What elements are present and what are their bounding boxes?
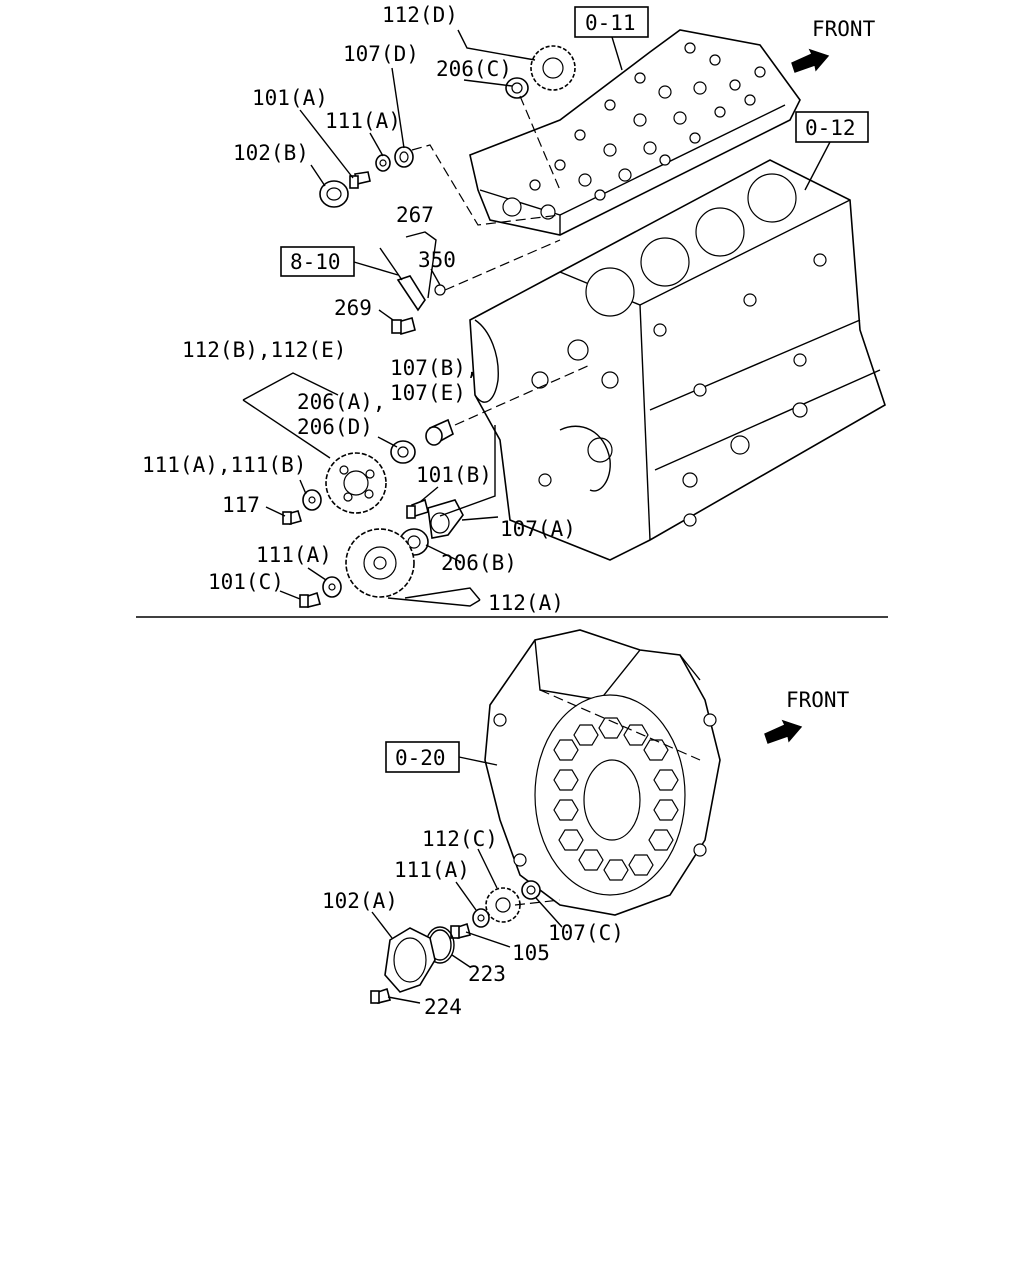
label-107c: 107(C)	[548, 921, 624, 945]
gear-112a	[345, 528, 415, 598]
bolt-224	[370, 987, 391, 1004]
label-102b: 102(B)	[233, 141, 309, 165]
ref-0-12: 0-12	[805, 116, 856, 140]
label-111a-top: 111(A)	[325, 109, 401, 133]
cover-102a	[384, 927, 436, 993]
head-holes	[529, 42, 766, 201]
bushing-206c	[505, 77, 529, 99]
bushing-206d	[390, 440, 416, 464]
label-269: 269	[334, 296, 372, 320]
bolt-269	[391, 317, 416, 335]
label-111a-low: 111(A)	[394, 858, 470, 882]
label-267: 267	[396, 203, 434, 227]
label-112be: 112(B),112(E)	[182, 338, 346, 362]
label-112c: 112(C)	[422, 827, 498, 851]
bolt-101b	[406, 498, 429, 519]
bolt-101a	[349, 171, 371, 189]
bolt-105	[450, 922, 471, 939]
label-350: 350	[418, 248, 456, 272]
label-111ab: 111(A),111(B)	[142, 453, 306, 477]
gear-112be	[325, 452, 387, 514]
ref-0-20: 0-20	[395, 746, 446, 770]
label-112a: 112(A)	[488, 591, 564, 615]
label-105: 105	[512, 941, 550, 965]
label-111a-mid: 111(A)	[256, 543, 332, 567]
cylinder-head	[469, 29, 801, 236]
label-101a: 101(A)	[252, 86, 328, 110]
housing-honeycomb	[553, 717, 679, 881]
label-206c: 206(C)	[436, 57, 512, 81]
front-label-bottom: FRONT	[786, 688, 850, 712]
flywheel-housing	[484, 629, 721, 916]
label-206d: 206(D)	[297, 415, 373, 439]
cap-102b	[319, 180, 349, 208]
label-102a: 102(A)	[322, 889, 398, 913]
housing-107a	[427, 499, 464, 539]
front-label-top: FRONT	[812, 17, 876, 41]
gear-112c	[485, 887, 521, 923]
ref-box-8-10	[280, 246, 355, 277]
bolt-101c	[299, 591, 321, 608]
washer-111ab	[302, 489, 322, 511]
label-224: 224	[424, 995, 462, 1019]
label-223: 223	[468, 962, 506, 986]
ref-0-11: 0-11	[585, 11, 636, 35]
ref-box-0-20	[385, 741, 460, 773]
bolt-117	[282, 510, 303, 525]
label-101b: 101(B)	[416, 463, 492, 487]
label-101c: 101(C)	[208, 570, 284, 594]
label-107d: 107(D)	[343, 42, 419, 66]
plug-107c	[521, 880, 541, 900]
ref-8-10: 8-10	[290, 250, 341, 274]
seal-107d	[394, 146, 414, 168]
seal-107be	[425, 418, 454, 446]
front-arrow-icon	[791, 48, 830, 73]
label-112d: 112(D)	[382, 3, 458, 27]
washer-111a-mid	[322, 576, 342, 598]
label-206b: 206(B)	[441, 551, 517, 575]
front-arrow-icon-bottom	[764, 719, 803, 744]
cylinder-block	[469, 159, 886, 561]
label-206a: 206(A),	[297, 390, 386, 414]
label-107be-1: 107(B),	[390, 356, 479, 380]
label-117: 117	[222, 493, 260, 517]
label-107be-2: 107(E)	[390, 381, 466, 405]
washer-111a-low	[472, 908, 490, 928]
ref-box-0-12	[795, 111, 869, 143]
label-107a: 107(A)	[500, 517, 576, 541]
washer-111a-top	[375, 154, 391, 172]
gear-112d	[530, 45, 576, 91]
ref-box-0-11	[574, 6, 649, 38]
